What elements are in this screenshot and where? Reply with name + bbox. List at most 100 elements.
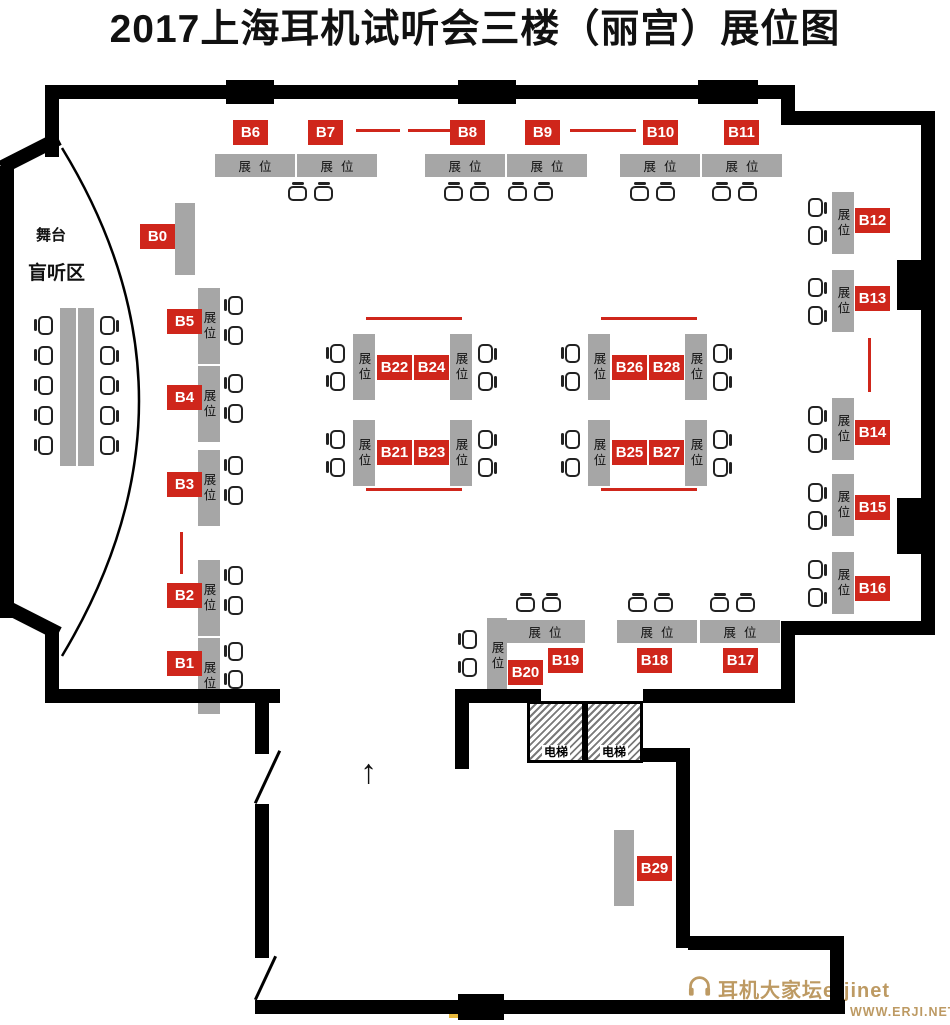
chair-icon	[808, 588, 823, 607]
booth-label-b29: B29	[637, 856, 672, 881]
booth-stand	[175, 203, 195, 275]
connector-line	[570, 129, 636, 132]
booth-label-b26: B26	[612, 355, 647, 380]
wall-segment	[253, 955, 278, 1001]
stage-curve-line	[60, 147, 141, 657]
chair-icon	[34, 436, 53, 455]
chair-icon	[34, 406, 53, 425]
chair-icon	[738, 186, 757, 201]
booth-label-b23: B23	[414, 440, 449, 465]
chair-icon	[224, 374, 243, 393]
booth-label-b20: B20	[508, 660, 543, 685]
chair-icon	[326, 344, 345, 363]
chair-icon	[712, 186, 731, 201]
chair-icon	[808, 483, 823, 502]
chair-icon	[808, 406, 823, 425]
booth-stand: 展位	[198, 450, 220, 526]
booth-stand: 展位	[425, 154, 505, 177]
booth-label-b15: B15	[855, 495, 890, 520]
booth-label-b9: B9	[525, 120, 560, 145]
chair-icon	[713, 458, 728, 477]
booth-label-b24: B24	[414, 355, 449, 380]
chair-icon	[224, 596, 243, 615]
connector-line	[180, 532, 183, 574]
connector-line	[356, 129, 400, 132]
wall-segment	[0, 166, 14, 618]
booth-stand: 展位	[620, 154, 700, 177]
chair-icon	[34, 376, 53, 395]
chair-icon	[34, 346, 53, 365]
blind-zone-label: 盲听区	[28, 263, 86, 284]
chair-icon	[713, 430, 728, 449]
booth-label-b11: B11	[724, 120, 759, 145]
chair-icon	[542, 597, 561, 612]
booth-label-b16: B16	[855, 576, 890, 601]
connector-line	[601, 317, 697, 320]
chair-icon	[808, 226, 823, 245]
booth-stand: 展位	[832, 270, 854, 332]
booth-stand: 展位	[832, 474, 854, 536]
booth-label-b21: B21	[377, 440, 412, 465]
booth-label-b18: B18	[637, 648, 672, 673]
chair-icon	[713, 344, 728, 363]
blind-zone-table	[78, 308, 94, 466]
wall-segment	[255, 804, 269, 958]
booth-stand: 展位	[450, 334, 472, 400]
booth-stand: 展位	[617, 620, 697, 643]
booth-label-b13: B13	[855, 286, 890, 311]
booth-label-b12: B12	[855, 208, 890, 233]
chair-icon	[100, 406, 115, 425]
chair-icon	[534, 186, 553, 201]
headphone-icon	[688, 976, 711, 996]
booth-label-b22: B22	[377, 355, 412, 380]
chair-icon	[100, 346, 115, 365]
chair-icon	[224, 296, 243, 315]
chair-icon	[224, 670, 243, 689]
booth-stand: 展位	[832, 552, 854, 614]
booth-label-b28: B28	[649, 355, 684, 380]
wall-segment	[897, 260, 935, 310]
booth-label-b14: B14	[855, 420, 890, 445]
chair-icon	[100, 316, 115, 335]
wall-segment	[676, 748, 690, 948]
wall-segment	[640, 748, 690, 762]
booth-stand: 展位	[832, 192, 854, 254]
chair-icon	[224, 566, 243, 585]
booth-label-b4: B4	[167, 385, 202, 410]
booth-stand: 展位	[832, 398, 854, 460]
chair-icon	[561, 430, 580, 449]
wall-segment	[458, 994, 504, 1020]
chair-icon	[710, 597, 729, 612]
chair-icon	[736, 597, 755, 612]
chair-icon	[478, 344, 493, 363]
wall-segment	[45, 689, 280, 703]
booth-stand: 展位	[685, 334, 707, 400]
wall-segment	[643, 689, 795, 703]
wall-segment	[830, 936, 844, 1014]
chair-icon	[561, 344, 580, 363]
chair-icon	[656, 186, 675, 201]
chair-icon	[808, 278, 823, 297]
chair-icon	[326, 458, 345, 477]
connector-line	[408, 129, 452, 132]
elevator-label: 电梯	[541, 745, 570, 760]
booth-stand: 展位	[198, 288, 220, 364]
chair-icon	[326, 430, 345, 449]
chair-icon	[224, 326, 243, 345]
booth-stand: 展位	[297, 154, 377, 177]
chair-icon	[478, 372, 493, 391]
booth-stand: 展位	[685, 420, 707, 486]
wall-segment	[781, 621, 935, 635]
connector-line	[366, 488, 462, 491]
wall-segment	[255, 696, 269, 754]
booth-label-b3: B3	[167, 472, 202, 497]
chair-icon	[628, 597, 647, 612]
chair-icon	[808, 306, 823, 325]
watermark-site-url: WWW.ERJI.NET	[850, 1005, 950, 1019]
yellow-mark	[449, 1011, 461, 1018]
stage-label: 舞台	[36, 227, 67, 244]
wall-segment	[781, 111, 935, 125]
booth-stand: 展位	[198, 366, 220, 442]
chair-icon	[224, 404, 243, 423]
